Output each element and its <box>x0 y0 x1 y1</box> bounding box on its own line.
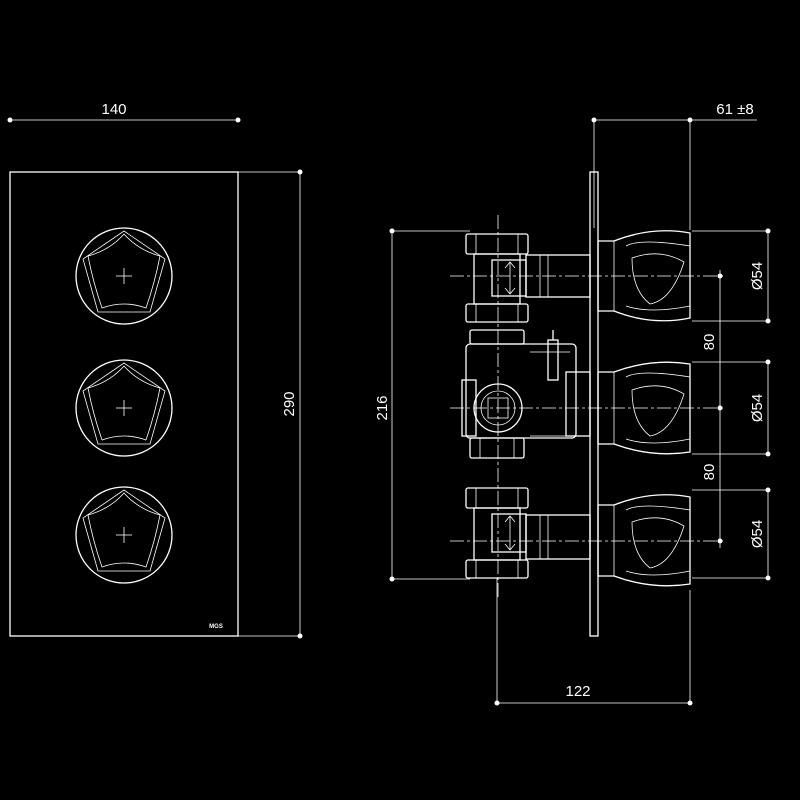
body-length-dimension: 122 <box>494 578 693 706</box>
handle-middle <box>597 361 691 455</box>
front-width-dimension: 140 <box>7 101 241 123</box>
spacing-label-upper: 80 <box>701 334 718 351</box>
cover-plate <box>9 171 239 637</box>
knob-top <box>75 227 173 325</box>
wall-plate <box>589 171 599 637</box>
diameter-dimension-bottom: Ø54 <box>692 487 771 581</box>
front-view: 140 MGS 290 <box>7 101 303 639</box>
handle-top <box>597 230 691 322</box>
valve-bottom <box>465 487 591 579</box>
front-height-dimension: 290 <box>238 169 303 639</box>
spacing-dimension: 80 80 <box>701 270 723 548</box>
valve-middle <box>461 329 591 459</box>
diameter-dimension-middle: Ø54 <box>692 359 771 457</box>
depth-dimension: 61 ±8 <box>591 101 757 230</box>
body-height-label: 216 <box>374 395 391 420</box>
knob-bottom <box>75 486 173 584</box>
body-length-label: 122 <box>565 683 590 700</box>
spacing-label-lower: 80 <box>701 464 718 481</box>
brand-mark: MGS <box>209 624 223 630</box>
handle-bottom <box>597 494 691 587</box>
front-width-label: 140 <box>101 101 126 118</box>
depth-label: 61 ±8 <box>716 101 753 118</box>
diameter-label-bottom: Ø54 <box>749 520 766 548</box>
valve-top <box>465 233 591 323</box>
knob-middle <box>75 359 173 457</box>
front-height-label: 290 <box>281 391 298 416</box>
side-view: 61 ±8 216 <box>374 101 771 706</box>
body-height-dimension: 216 <box>374 228 470 582</box>
diameter-label-middle: Ø54 <box>749 394 766 422</box>
diameter-dimension-top: Ø54 <box>692 228 771 324</box>
diameter-label-top: Ø54 <box>749 262 766 290</box>
